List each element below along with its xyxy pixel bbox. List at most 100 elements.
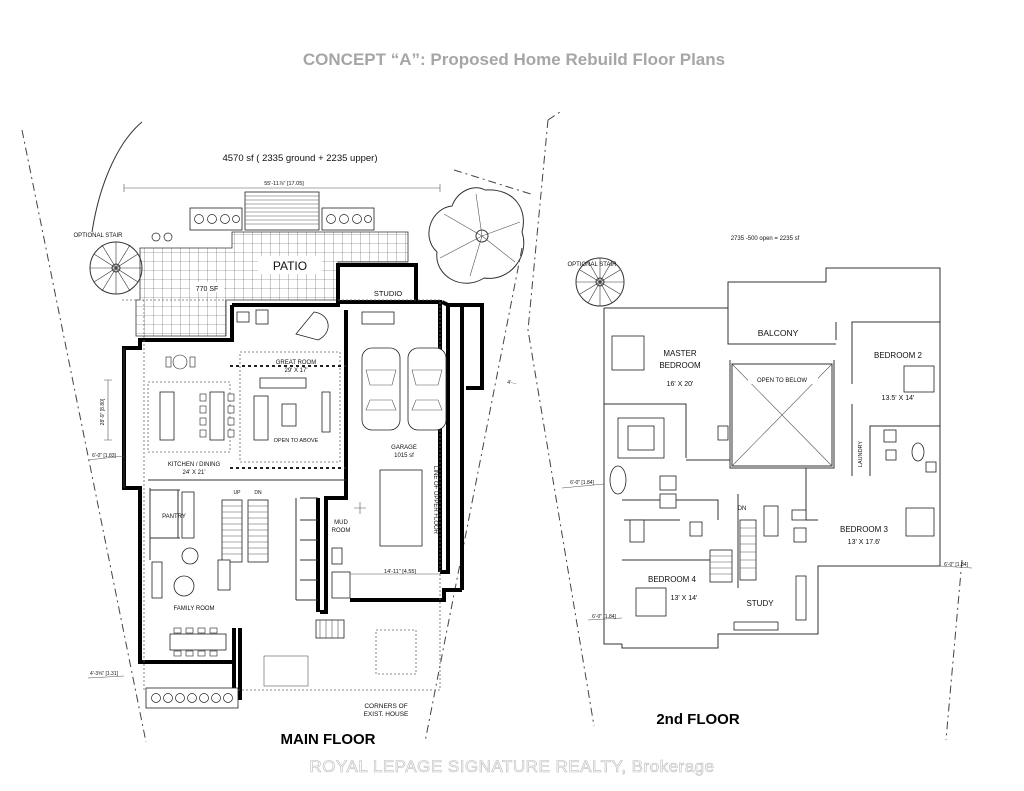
- garage-storage: [379, 469, 423, 547]
- garage-cars: [361, 347, 447, 431]
- brokerage-watermark: ROYAL LEPAGE SIGNATURE REALTY, Brokerage: [309, 757, 714, 776]
- pantry-label: PANTRY: [162, 514, 186, 520]
- tree-canopy-arc: [91, 121, 143, 233]
- bedroom2-size: 13.5' X 14': [882, 395, 915, 402]
- upper-floor-line-label: LINE OF UPPER FLOOR: [432, 466, 438, 535]
- second-right-dimension: 6'-0" [1.84]: [944, 562, 968, 568]
- master-bed: [611, 335, 645, 371]
- corners-label-1: CORNERS OF: [364, 703, 407, 710]
- optional-spiral-stair-2: [575, 257, 625, 307]
- family-room-sofa: [151, 561, 163, 599]
- open-to-below-void: [731, 363, 833, 467]
- second-left-dimension: 6'-0" [1.84]: [570, 480, 594, 486]
- side-table: [181, 547, 199, 565]
- second-floor-plan: 2735 -500 open = 2235 sf OPTIONAL STAIR …: [527, 111, 973, 741]
- main-area-note: 4570 sf ( 2335 ground + 2235 upper): [222, 153, 377, 164]
- dining-table: [209, 391, 225, 441]
- main-stair: [221, 499, 269, 563]
- second-floor-left-wall: [603, 308, 622, 645]
- dining-chairs: [165, 354, 235, 438]
- patio-area: 770 SF: [196, 286, 219, 293]
- left-side-dimension: 6'-0" [1.83]: [92, 453, 116, 459]
- garage-left-wall: [320, 310, 348, 614]
- piano: [295, 311, 329, 341]
- bedroom4-label: BEDROOM 4: [648, 575, 697, 584]
- bedroom2-label: BEDROOM 2: [874, 351, 923, 360]
- stair-up-label: UP: [234, 490, 242, 496]
- bottom-left-dimension: 4'-3⅝" [1.31]: [90, 671, 119, 677]
- open-to-below-label: OPEN TO BELOW: [757, 378, 807, 384]
- master-label-2: BEDROOM: [659, 361, 701, 370]
- family-room-chair: [217, 559, 231, 591]
- kitchen-island: [159, 391, 175, 441]
- master-size: 16' X 20': [667, 381, 694, 388]
- bedroom4-bed: [635, 587, 667, 617]
- property-line-right-2: [945, 559, 963, 741]
- study-label: STUDY: [746, 599, 774, 608]
- bedroom4-size: 13' X 14': [671, 595, 698, 602]
- property-line-top: [453, 169, 535, 196]
- family-room-label: FAMILY ROOM: [173, 606, 214, 612]
- laundry-label: LAUNDRY: [858, 441, 864, 468]
- patio-steps: [244, 191, 320, 231]
- property-line-right: [424, 247, 523, 743]
- kitchen-label: KITCHEN / DINING: [168, 462, 221, 468]
- tree-symbol: [428, 187, 525, 284]
- garage-right-wall: [350, 303, 484, 602]
- mud-room-label-1: MUD: [334, 520, 348, 526]
- bedroom3-bed: [905, 507, 935, 537]
- upper-floor-outline: [122, 299, 441, 691]
- corners-label-2: EXIST. HOUSE: [364, 711, 409, 718]
- great-room-label: GREAT ROOM: [276, 360, 316, 366]
- front-pad: [375, 629, 417, 675]
- open-to-above-label: OPEN TO ABOVE: [274, 438, 319, 444]
- second-stair-dn: DN: [738, 506, 747, 512]
- page-title: CONCEPT “A”: Proposed Home Rebuild Floor…: [303, 50, 725, 69]
- studio-label: STUDIO: [374, 289, 403, 298]
- second-floor-label: 2nd FLOOR: [656, 711, 739, 728]
- master-label-1: MASTER: [663, 349, 697, 358]
- second-floor-outer-walls: [621, 308, 941, 649]
- family-dining-table: [169, 633, 227, 651]
- left-dimension: 28'-9" [8.80]: [100, 398, 106, 425]
- media-console: [321, 391, 331, 433]
- front-planter: [145, 687, 239, 709]
- great-room-size: 29' X 17': [285, 368, 308, 374]
- planter-top-right: [321, 207, 375, 231]
- top-dimension-line: [123, 184, 441, 192]
- pantry-shelf: [181, 491, 195, 539]
- property-line-left-2: [527, 119, 595, 727]
- second-area-note: 2735 -500 open = 2235 sf: [731, 236, 800, 242]
- great-room-sofa-left: [253, 395, 269, 441]
- studio-desk: [361, 311, 395, 325]
- optional-stair-label: OPTIONAL STAIR: [73, 233, 123, 239]
- second-floor-inner-walls: [604, 350, 940, 521]
- upper-walls: [232, 263, 464, 590]
- main-floor-label: MAIN FLOOR: [281, 731, 376, 748]
- garage-dimension: 14'-11" [4.55]: [384, 569, 416, 575]
- great-room-sofa-top: [259, 377, 307, 389]
- stair-down-label: DN: [254, 490, 262, 496]
- property-line-left: [21, 129, 147, 743]
- garage-area: 1015 sf: [394, 453, 414, 459]
- second-bottom-left-dimension: 6'-0" [1.84]: [592, 614, 616, 620]
- optional-stair-label-2: OPTIONAL STAIR: [567, 262, 617, 268]
- mud-room-label-2: ROOM: [332, 528, 351, 534]
- master-tub: [609, 465, 627, 495]
- balcony-label: BALCONY: [758, 328, 799, 338]
- bedroom2-bed: [903, 365, 935, 393]
- round-ottoman: [173, 575, 195, 597]
- main-floor-plan: 4570 sf ( 2335 ground + 2235 upper) 55'-…: [21, 121, 535, 748]
- planter-top-left: [189, 207, 243, 231]
- top-dimension: 55'-11⅞" [17.05]: [264, 181, 304, 187]
- main-entry: [315, 619, 345, 639]
- patio-label: PATIO: [273, 259, 307, 273]
- open-to-above-outline: [239, 351, 341, 463]
- coffee-table: [281, 403, 297, 427]
- bedroom3-label: BEDROOM 3: [840, 525, 889, 534]
- right-side-dimension: 4'-...: [507, 380, 517, 386]
- upper-stair: [709, 519, 757, 583]
- bedroom3-size: 13' X 17.6': [848, 539, 881, 546]
- kitchen-size: 24' X 21': [183, 470, 206, 476]
